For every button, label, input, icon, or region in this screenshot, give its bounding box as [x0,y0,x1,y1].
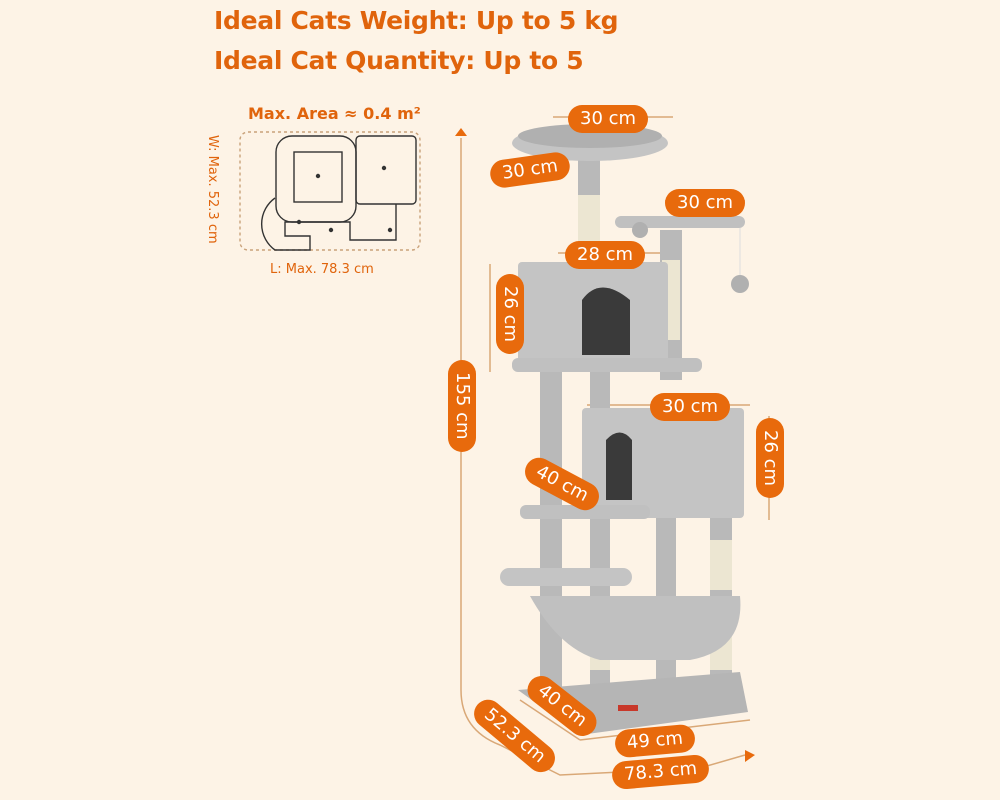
upper-condo-height-label: 26 cm [496,274,524,355]
lower-condo-width-label: 30 cm [650,393,731,421]
weight-capacity-heading: Ideal Cats Weight: Up to 5 kg [214,6,619,35]
footprint-area-label: Max. Area ≈ 0.4 m² [248,104,421,123]
total-height-label: 155 cm [448,360,476,452]
top-perch-width-label: 30 cm [568,105,649,133]
side-platform-width-label: 30 cm [665,189,746,217]
upper-condo-width-label: 28 cm [565,241,646,269]
footprint-length-label: L: Max. 78.3 cm [270,262,374,277]
footprint-width-label: W: Max. 52.3 cm [205,135,220,244]
footprint-diagram [239,131,421,251]
cat-quantity-heading: Ideal Cat Quantity: Up to 5 [214,46,584,75]
lower-condo-height-label: 26 cm [756,418,784,499]
